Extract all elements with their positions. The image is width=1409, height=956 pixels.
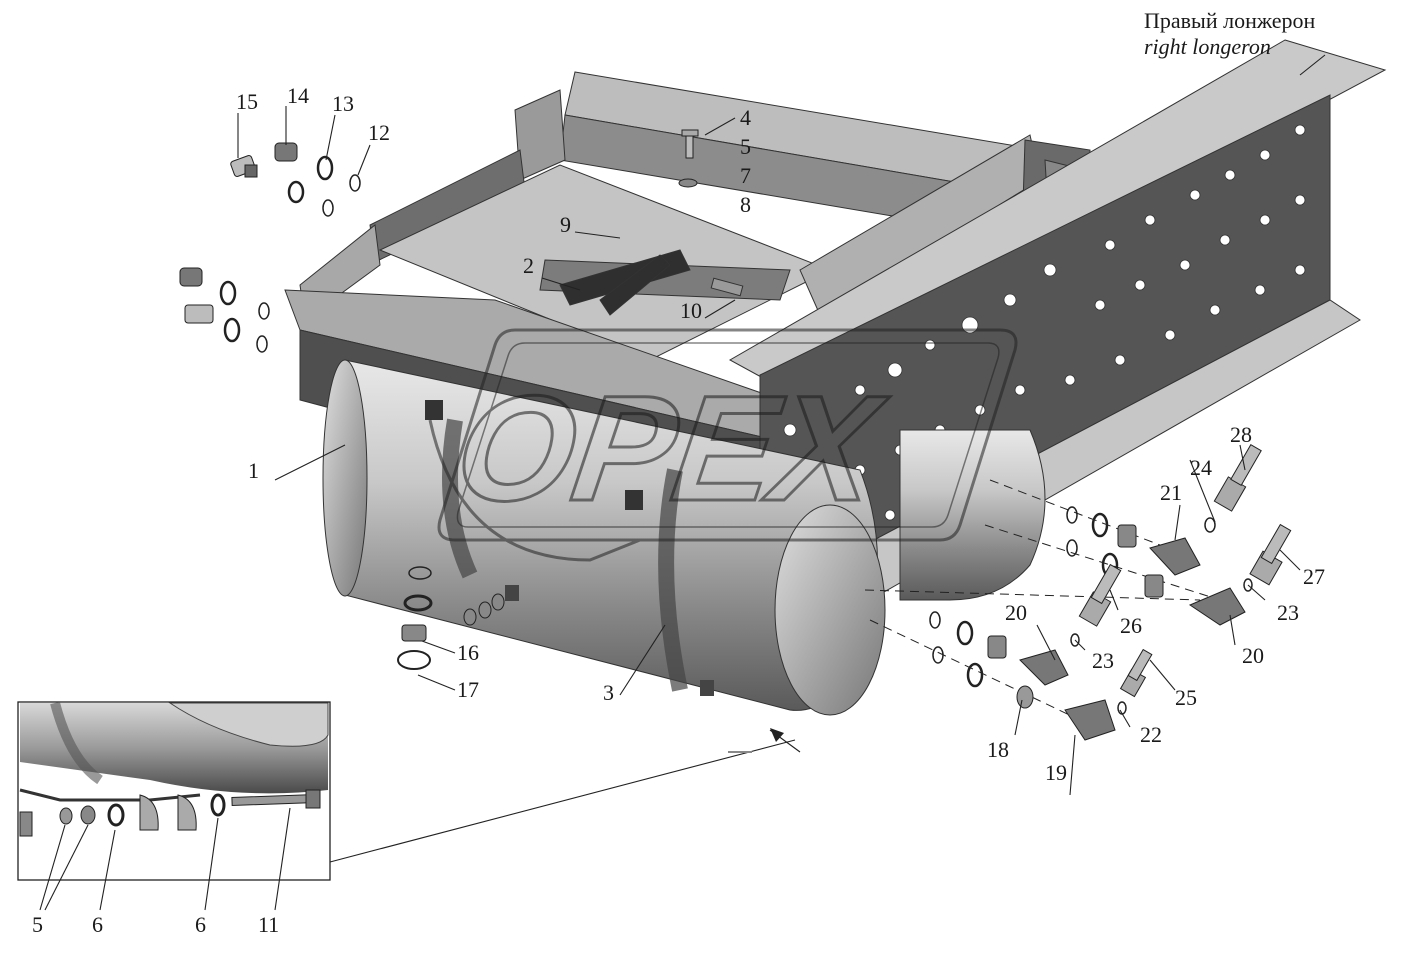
callout-4: 4 xyxy=(740,105,751,130)
crossbar xyxy=(559,249,744,316)
longeron-caption: Правый лонжерон right longeron xyxy=(1144,8,1316,59)
callout-23-left: 23 xyxy=(1092,648,1114,673)
callout-25: 25 xyxy=(1175,685,1197,710)
watermark-text: OPEX xyxy=(447,365,896,532)
callout-28: 28 xyxy=(1230,422,1252,447)
callout-24: 24 xyxy=(1190,455,1212,480)
callout-20-right: 20 xyxy=(1242,643,1264,668)
leader-lines xyxy=(39,54,1326,911)
callout-inset-6-left: 6 xyxy=(92,912,103,937)
callout-16: 16 xyxy=(457,640,479,665)
callout-23-right: 23 xyxy=(1277,600,1299,625)
callout-19: 19 xyxy=(1045,760,1067,785)
bolt-4-group xyxy=(678,129,699,188)
callout-13: 13 xyxy=(332,91,354,116)
fitting-parts-right xyxy=(864,443,1292,741)
callout-26: 26 xyxy=(1120,613,1142,638)
callout-18: 18 xyxy=(987,737,1009,762)
callout-inset-11: 11 xyxy=(258,912,279,937)
caption-en: right longeron xyxy=(1144,34,1271,59)
callout-17: 17 xyxy=(457,677,479,702)
inset-arrow xyxy=(329,728,801,863)
callout-14: 14 xyxy=(287,83,309,108)
callout-labels: 1 2 3 4 5 7 8 9 10 12 13 14 15 16 17 18 … xyxy=(32,83,1325,937)
callout-9: 9 xyxy=(560,212,571,237)
callout-12: 12 xyxy=(368,120,390,145)
callout-8: 8 xyxy=(740,192,751,217)
callout-15: 15 xyxy=(236,89,258,114)
callout-21: 21 xyxy=(1160,480,1182,505)
caption-ru: Правый лонжерон xyxy=(1144,8,1316,33)
callout-7: 7 xyxy=(740,163,751,188)
callout-inset-6-right: 6 xyxy=(195,912,206,937)
callout-1: 1 xyxy=(248,458,259,483)
callout-inset-5: 5 xyxy=(32,912,43,937)
callout-2: 2 xyxy=(523,253,534,278)
callout-3: 3 xyxy=(603,680,614,705)
fitting-parts-left xyxy=(179,142,361,353)
inset-detail xyxy=(17,701,331,881)
callout-5: 5 xyxy=(740,134,751,159)
watermark-logo: OPEX xyxy=(428,328,1018,562)
callout-10: 10 xyxy=(680,298,702,323)
drain-valve-parts xyxy=(397,566,505,670)
callout-27: 27 xyxy=(1303,564,1325,589)
callout-22: 22 xyxy=(1140,722,1162,747)
callout-20-left: 20 xyxy=(1005,600,1027,625)
